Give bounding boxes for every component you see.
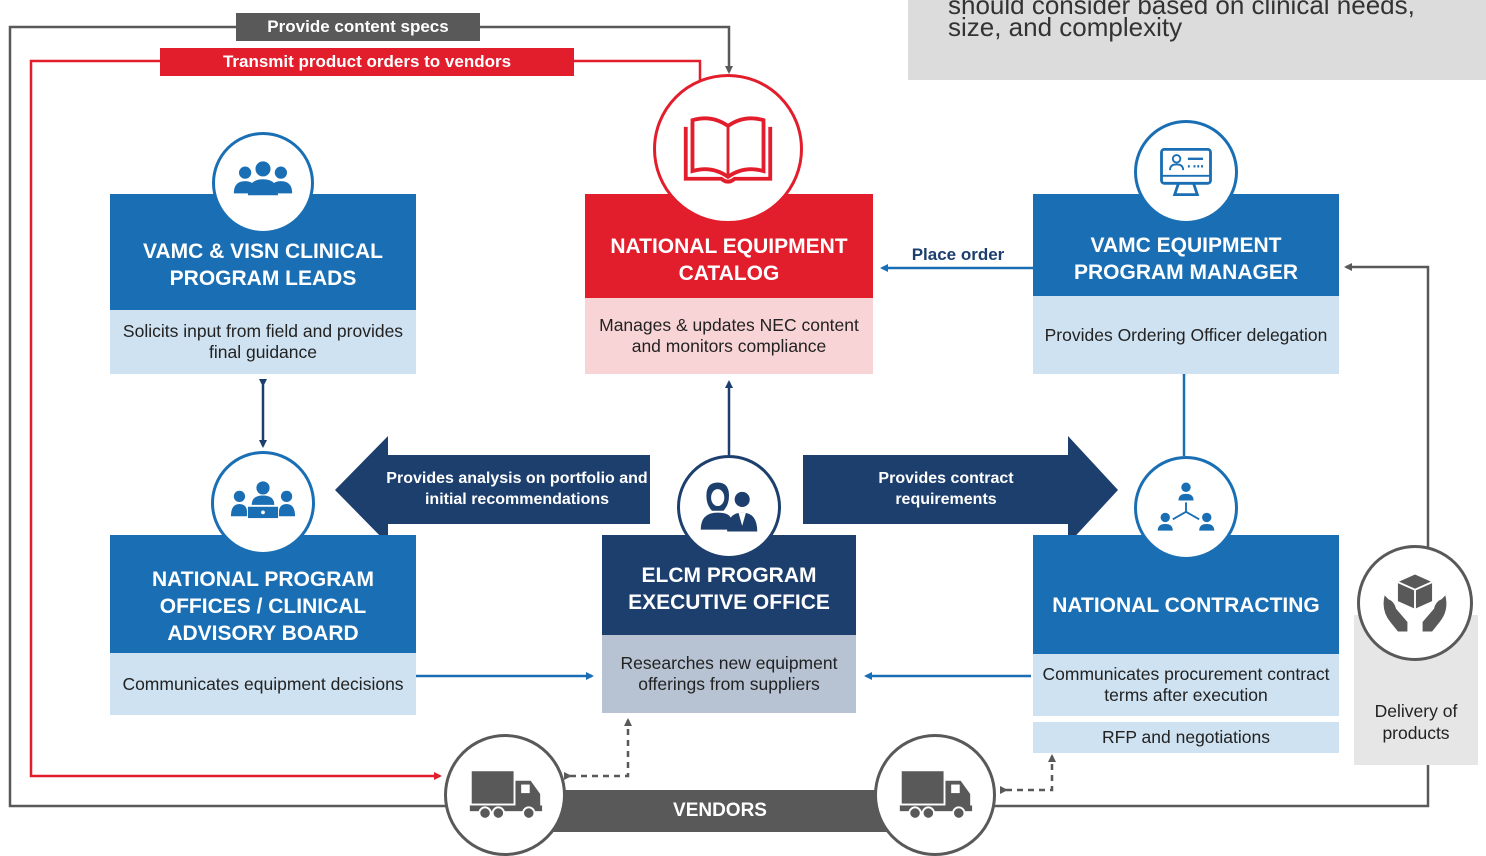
- contract-req-label: Provides contract requirements: [878, 470, 1014, 508]
- clinical-leads-desc: Solicits input from field and provides f…: [110, 310, 416, 374]
- contract-req-block-arrow: [803, 436, 1118, 544]
- truck-icon: [444, 734, 566, 856]
- transmit-orders-label: Transmit product orders to vendors: [160, 48, 574, 76]
- note-callout: should consider based on clinical needs,…: [908, 0, 1486, 80]
- elcm-desc: Researches new equipment offerings from …: [602, 635, 856, 713]
- delivery-label: Delivery of products: [1374, 701, 1458, 743]
- content-specs-label: Provide content specs: [236, 13, 480, 41]
- vendor-elcm-dashed: [564, 718, 632, 780]
- computer-monitor-icon: [1134, 120, 1238, 224]
- hands-package-icon: [1357, 545, 1473, 661]
- truck-icon: [874, 734, 996, 856]
- people-group-icon: [212, 132, 314, 234]
- meeting-table-icon: [211, 451, 315, 555]
- note-line-2: size, and complexity: [948, 12, 1183, 42]
- delivery-line: [930, 263, 1430, 808]
- open-book-icon: [653, 74, 803, 224]
- equipment-manager-desc: Provides Ordering Officer delegation: [1033, 296, 1339, 374]
- content-specs-line: [8, 25, 733, 808]
- contracting-desc: Communicates procurement contract terms …: [1033, 654, 1339, 716]
- transmit-orders-line: [29, 59, 702, 780]
- analysis-label: Provides analysis on portfolio and initi…: [386, 470, 648, 508]
- catalog-desc: Manages & updates NEC content and monito…: [585, 298, 873, 374]
- analysis-block-arrow: [335, 436, 650, 544]
- contracting-extra: RFP and negotiations: [1033, 722, 1339, 753]
- place-order-label: Place order: [911, 245, 1005, 264]
- note-line-1: should consider based on clinical needs,: [948, 0, 1415, 20]
- program-offices-desc: Communicates equipment decisions: [110, 653, 416, 715]
- executives-icon: [677, 455, 781, 559]
- vendors-label: VENDORS: [540, 790, 900, 832]
- org-hierarchy-icon: [1134, 456, 1238, 560]
- vendor-contracting-dashed: [1000, 754, 1056, 794]
